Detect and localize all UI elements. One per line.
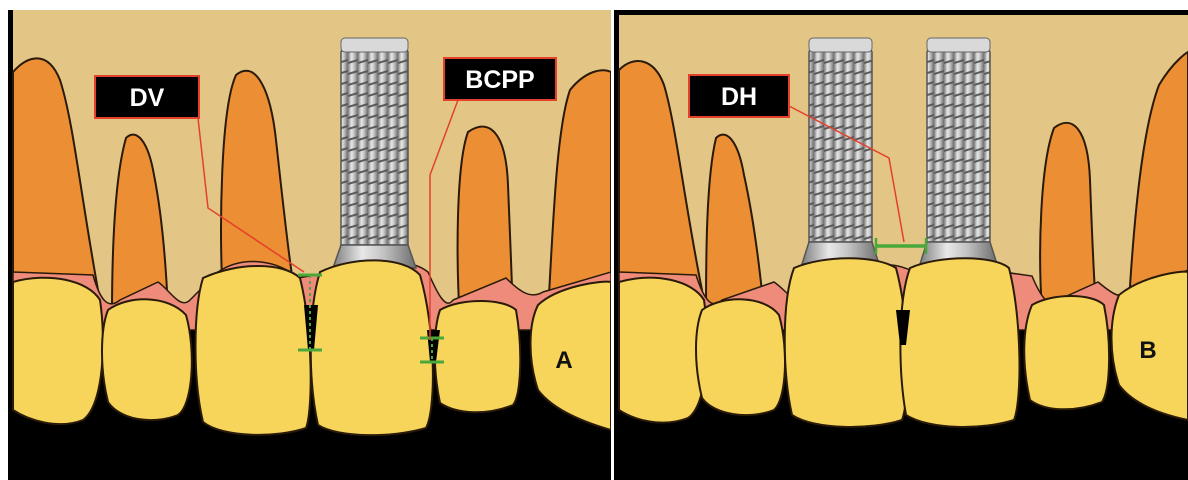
dh-label: DH	[689, 75, 789, 117]
bcpp-label: BCPP	[444, 58, 556, 100]
implant-b-left	[802, 38, 879, 264]
root-3	[1040, 123, 1096, 310]
dv-label-text: DV	[130, 84, 165, 112]
panel-a-illustration: DV BCPP A	[8, 10, 611, 480]
implant-a	[333, 38, 416, 268]
alveolar-bone	[619, 15, 1188, 310]
dh-label-text: DH	[721, 83, 757, 111]
crown-2	[102, 299, 192, 420]
crown-2	[696, 299, 785, 415]
panel-b-illustration: DH B	[614, 10, 1188, 480]
crown-4-implant	[900, 258, 1019, 427]
panel-a: DV BCPP A	[8, 10, 611, 480]
panel-a-letter: A	[555, 347, 572, 374]
panel-b: DH B	[614, 10, 1188, 480]
alveolar-bone	[13, 10, 611, 310]
bcpp-label-text: BCPP	[465, 66, 534, 94]
crown-3-implant	[785, 258, 908, 427]
crown-3	[196, 266, 311, 435]
crown-4-implant	[311, 260, 433, 435]
panel-b-letter: B	[1139, 337, 1156, 364]
crown-1	[13, 278, 103, 424]
implant-b-right	[920, 38, 997, 264]
crown-5	[1024, 296, 1109, 409]
dv-label: DV	[95, 76, 199, 118]
crown-1	[619, 278, 707, 423]
crown-5	[435, 301, 521, 412]
